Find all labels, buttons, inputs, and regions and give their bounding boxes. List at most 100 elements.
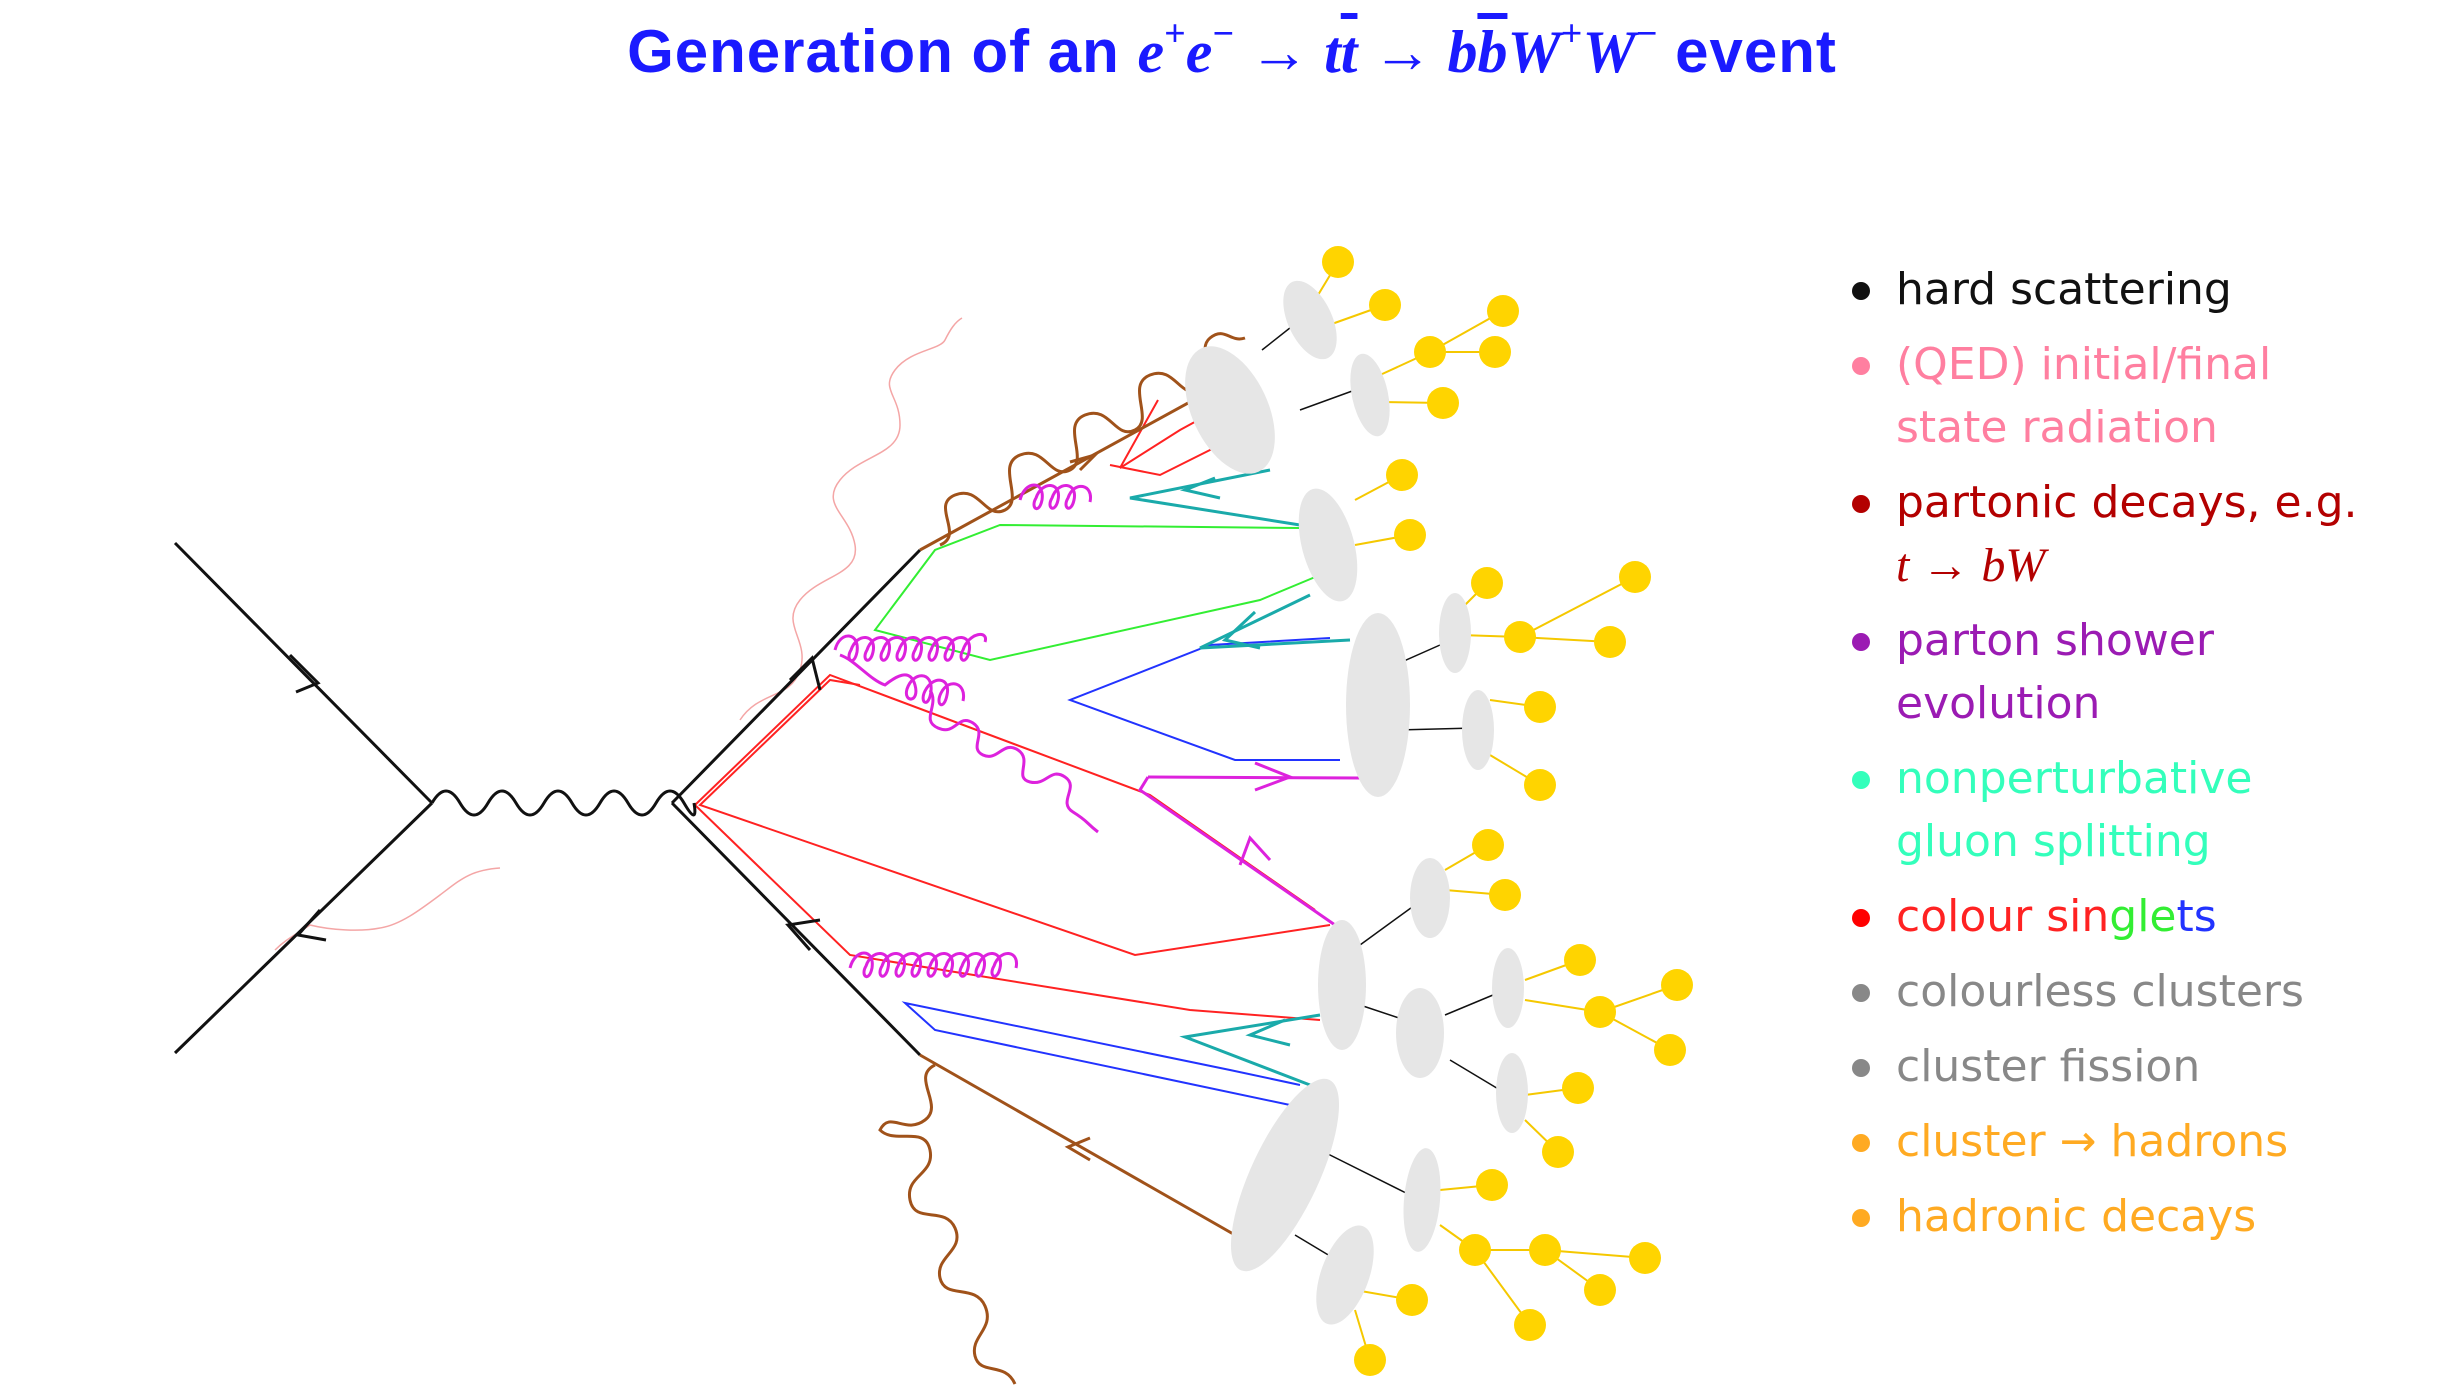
cluster-7 <box>1462 690 1494 770</box>
cluster-9 <box>1318 920 1366 1050</box>
legend-line1: cluster → hadrons <box>1896 1116 2289 1167</box>
singlet-red-lower <box>693 673 1321 1021</box>
hadron-14 <box>1524 769 1556 801</box>
title-sup4: − <box>1635 13 1658 55</box>
title-arrow2: → <box>1357 19 1448 85</box>
hadron-9 <box>1471 567 1503 599</box>
legend-bullet-icon <box>1852 909 1870 927</box>
singlet-blue-lower <box>901 1001 1301 1106</box>
legend-item: parton shower evolution <box>1852 609 2452 735</box>
legend-item: hadronic decays <box>1852 1185 2452 1248</box>
title-w1: W <box>1507 19 1561 85</box>
legend-bullet-icon <box>1852 495 1870 513</box>
hline-11 <box>1519 576 1636 638</box>
title-e1: e <box>1137 19 1165 85</box>
singlet-red-top <box>1109 439 1231 477</box>
qed-final-photon <box>739 317 963 721</box>
link-2 <box>1299 389 1356 411</box>
hadron-19 <box>1584 996 1616 1028</box>
legend-text: partonic decays, e.g.t → bW <box>1896 471 2452 597</box>
title-sup3: + <box>1560 13 1583 55</box>
split-mid <box>1199 593 1351 650</box>
top-quark-line <box>670 548 922 805</box>
legend-bullet-icon <box>1852 633 1870 651</box>
legend-item: hard scattering <box>1852 258 2452 321</box>
cluster-3 <box>1350 353 1390 437</box>
hadron-22 <box>1542 1136 1574 1168</box>
colour-singlets <box>693 399 1340 1106</box>
diagram-title: Generation of an e+e− → tt → bbW+W− even… <box>0 12 2464 87</box>
title-prefix: Generation of an <box>627 18 1138 85</box>
title-suffix: event <box>1657 18 1837 85</box>
antitop-quark-line <box>670 801 922 1057</box>
cluster-15 <box>1316 1225 1374 1325</box>
hadron-3 <box>1487 295 1519 327</box>
legend-text: hard scattering <box>1896 258 2452 321</box>
arrow-split-mid <box>1221 610 1261 650</box>
legend-item: nonperturbative gluon splitting <box>1852 747 2452 873</box>
cluster-13 <box>1230 1078 1340 1272</box>
hadron-13 <box>1524 691 1556 723</box>
hadron-25 <box>1529 1234 1561 1266</box>
legend-line2: evolution <box>1896 678 2101 729</box>
hadron-11 <box>1504 621 1536 653</box>
gluon-bottom <box>848 951 1018 979</box>
gluon-top-1 <box>1018 483 1092 511</box>
legend-line1: nonperturbative <box>1896 753 2253 804</box>
hadron-6 <box>1427 387 1459 419</box>
b-quark-bottom <box>919 1053 1236 1237</box>
hard-scattering <box>173 541 922 1057</box>
shower-quark-mid <box>1137 776 1336 927</box>
hadron-26 <box>1629 1242 1661 1274</box>
legend-line1: parton shower <box>1896 615 2214 666</box>
hadron-28 <box>1396 1284 1428 1316</box>
hadron-17 <box>1564 944 1596 976</box>
gluon-top-2 <box>833 633 987 663</box>
shower-quark-top <box>1147 775 1361 780</box>
hadron-2 <box>1369 289 1401 321</box>
title-e2: e <box>1185 19 1213 85</box>
legend-line1: hard scattering <box>1896 264 2232 315</box>
cluster-1 <box>1283 280 1337 360</box>
gluon-top-3 <box>839 653 966 707</box>
w-minus-boson <box>878 1063 1017 1385</box>
singlet-green <box>873 523 1321 662</box>
incoming-electron <box>173 541 434 805</box>
split-bottom <box>1179 1013 1321 1087</box>
cluster-8 <box>1410 858 1450 938</box>
hadron-5 <box>1479 336 1511 368</box>
title-process: e+e− → tt → bbW+W− <box>1137 13 1658 85</box>
hadron-8 <box>1394 519 1426 551</box>
hadron-1 <box>1322 246 1354 278</box>
arrow-top <box>788 655 822 691</box>
link-8 <box>1449 1059 1501 1091</box>
title-arrow1: → <box>1234 19 1325 85</box>
legend-line2: gluon splitting <box>1896 816 2211 867</box>
hadron-4 <box>1414 336 1446 368</box>
split-top <box>1129 468 1301 527</box>
hline-27 <box>1544 1249 1646 1259</box>
cluster-5 <box>1346 613 1410 797</box>
legend-item: cluster → hadrons <box>1852 1110 2452 1173</box>
legend-bullet-icon <box>1852 1134 1870 1152</box>
legend-item: cluster fission <box>1852 1035 2452 1098</box>
hadron-20 <box>1654 1034 1686 1066</box>
legend-text: hadronic decays <box>1896 1185 2452 1248</box>
legend-item: colour singlets <box>1852 885 2452 948</box>
legend-line1: colour singlets <box>1896 891 2217 942</box>
hadron-29 <box>1514 1309 1546 1341</box>
legend-line2: state radiation <box>1896 402 2218 453</box>
arrow-electron <box>288 653 321 694</box>
legend-text: parton shower evolution <box>1896 609 2452 735</box>
legend-text: nonperturbative gluon splitting <box>1896 747 2452 873</box>
title-w2: W <box>1582 19 1636 85</box>
gluon-splitting <box>1129 468 1351 1087</box>
hadron-24 <box>1459 1234 1491 1266</box>
title-sup2: − <box>1212 13 1235 55</box>
title-tbar: t <box>1340 19 1358 85</box>
gluon-top-4 <box>928 689 1099 834</box>
title-t: t <box>1324 19 1341 85</box>
